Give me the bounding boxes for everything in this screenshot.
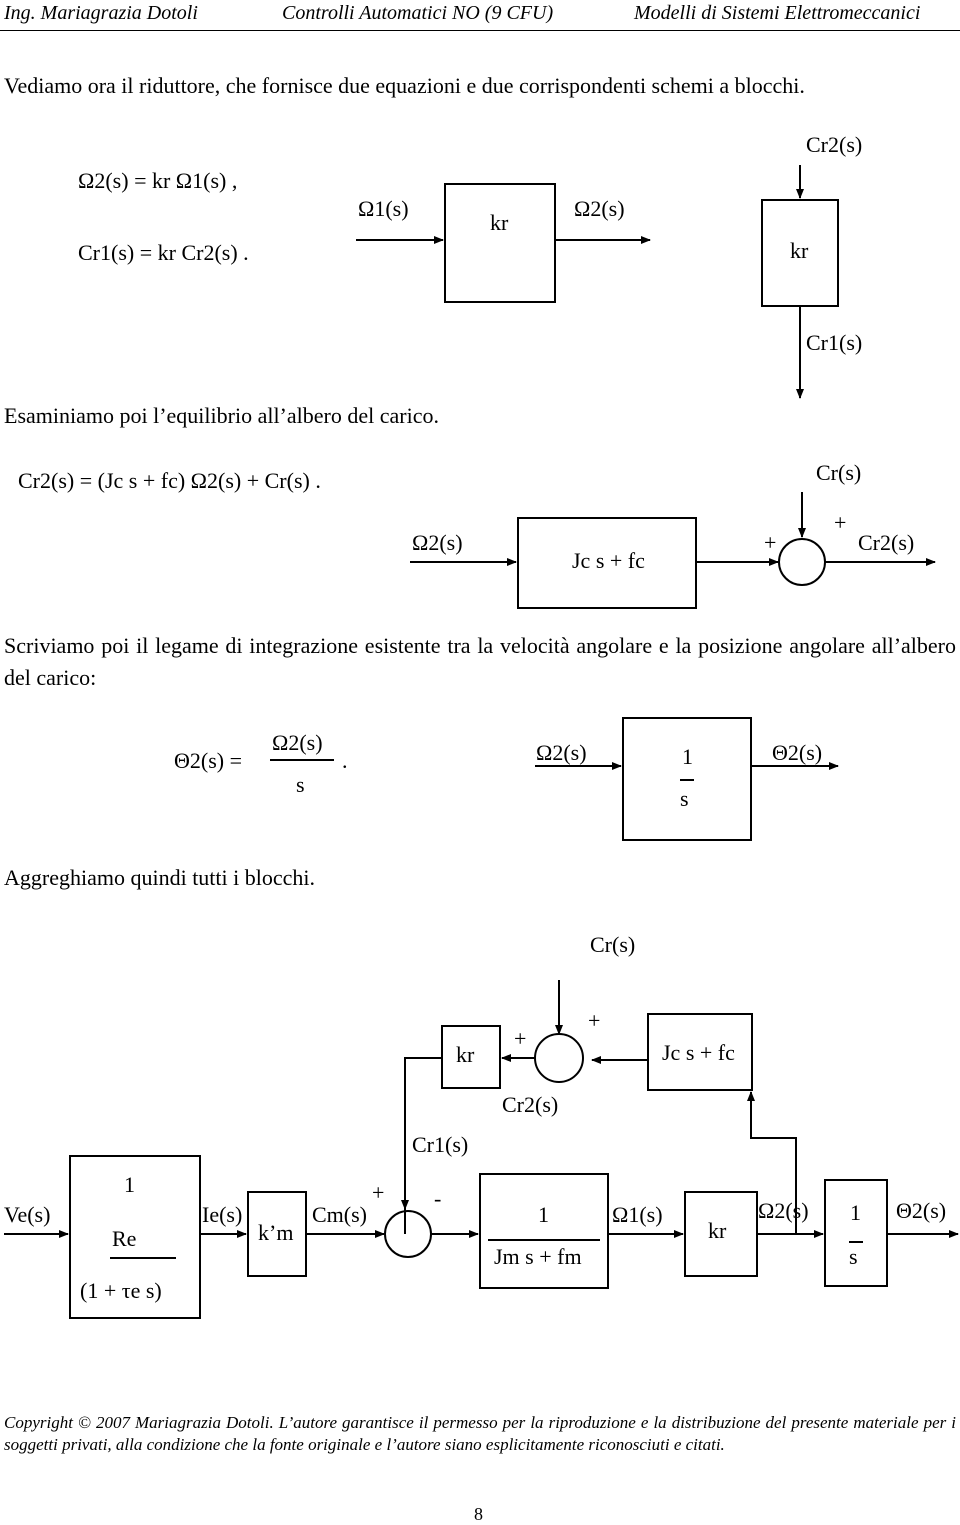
d5-integrator-num: 1: [850, 1200, 861, 1225]
d5-kr-forward-label: kr: [708, 1218, 727, 1243]
d5-plus-load-left: +: [514, 1026, 527, 1051]
d5-mech-den: Jm s + fm: [494, 1244, 582, 1269]
d5-block1-den: (1 + τe s): [80, 1278, 162, 1303]
d5-cm-label: Cm(s): [312, 1202, 367, 1227]
d1-block-label: kr: [490, 210, 509, 235]
d5-om2-feedback-line: [750, 1092, 797, 1234]
d3-summing-junction: [778, 538, 826, 586]
d5-om2-label: Ω2(s): [758, 1198, 809, 1223]
header-author: Ing. Mariagrazia Dotoli: [4, 2, 198, 24]
d5-integrator-block: [824, 1179, 888, 1287]
d5-summing-junction-motor: [384, 1210, 432, 1258]
d5-cr2-label: Cr2(s): [502, 1092, 559, 1117]
d4-den-label: s: [680, 786, 689, 811]
d1-output-label: Ω2(s): [574, 196, 625, 221]
d5-jc-block: [647, 1013, 753, 1091]
paragraph-equilibrio: Esaminiamo poi l’equilibrio all’albero d…: [4, 403, 439, 428]
d5-km-label: k’m: [258, 1220, 294, 1245]
d5-cr-label: Cr(s): [590, 932, 636, 957]
d5-block1-re: Re: [112, 1226, 137, 1251]
header-rule: [0, 30, 960, 31]
paragraph-integrazione: Scriviamo poi il legame di integrazione …: [4, 633, 956, 690]
d5-kr-feedback-label: kr: [456, 1042, 475, 1067]
d1-kr-block: [444, 183, 556, 303]
d5-plus-motor: +: [372, 1180, 385, 1205]
d2-block-label: kr: [790, 238, 809, 263]
d5-cr1-feedback-line: [404, 1057, 442, 1234]
d1-input-label: Ω1(s): [358, 196, 409, 221]
equation-theta2-num: Ω2(s): [272, 730, 323, 755]
equation-cr1: Cr1(s) = kr Cr2(s) .: [78, 240, 249, 265]
d5-block1-num: 1: [124, 1172, 135, 1197]
d5-jc-label: Jc s + fc: [662, 1040, 735, 1065]
d3-block-label: Jc s + fc: [572, 548, 645, 573]
header-topic: Modelli di Sistemi Elettromeccanici: [634, 2, 921, 24]
d5-integrator-den: s: [849, 1244, 858, 1269]
page-number: 8: [474, 1504, 483, 1524]
d3-cr-label: Cr(s): [816, 460, 862, 485]
equation-theta2-lhs: Θ2(s) =: [174, 748, 243, 773]
d2-input-label: Cr2(s): [806, 132, 863, 157]
d5-minus-motor: -: [434, 1186, 442, 1211]
header-course: Controlli Automatici NO (9 CFU): [282, 2, 554, 24]
paragraph-aggregazione: Aggreghiamo quindi tutti i blocchi.: [4, 865, 316, 890]
d4-output-label: Θ2(s): [772, 740, 823, 765]
d4-num-label: 1: [682, 744, 693, 769]
d5-summing-junction-load: [534, 1033, 584, 1083]
equation-cr2: Cr2(s) = (Jc s + fc) Ω2(s) + Cr(s) .: [18, 468, 321, 493]
d4-input-label: Ω2(s): [536, 740, 587, 765]
d5-plus-load-top: +: [588, 1008, 601, 1033]
equation-theta2-den: s: [296, 772, 305, 797]
d2-output-label: Cr1(s): [806, 330, 863, 355]
d5-th2-label: Θ2(s): [896, 1198, 947, 1223]
d5-cr1-label: Cr1(s): [412, 1132, 469, 1157]
d3-plus-top: +: [834, 510, 847, 535]
footer-copyright: Copyright © 2007 Mariagrazia Dotoli. L’a…: [4, 1413, 956, 1454]
d5-om1-label: Ω1(s): [612, 1202, 663, 1227]
d5-ve-label: Ve(s): [4, 1202, 51, 1227]
d4-integrator-block: [622, 717, 752, 841]
d3-input-label: Ω2(s): [412, 530, 463, 555]
paragraph-riduttore: Vediamo ora il riduttore, che fornisce d…: [4, 73, 805, 98]
d3-plus-left: +: [764, 530, 777, 555]
equation-theta2-end: .: [342, 748, 348, 773]
d5-ie-label: Ie(s): [202, 1202, 243, 1227]
d5-mech-num: 1: [538, 1202, 549, 1227]
d5-mech-block: [479, 1173, 609, 1289]
d3-output-label: Cr2(s): [858, 530, 915, 555]
equation-omega2: Ω2(s) = kr Ω1(s) ,: [78, 168, 238, 193]
d5-electrical-block: [69, 1155, 201, 1319]
